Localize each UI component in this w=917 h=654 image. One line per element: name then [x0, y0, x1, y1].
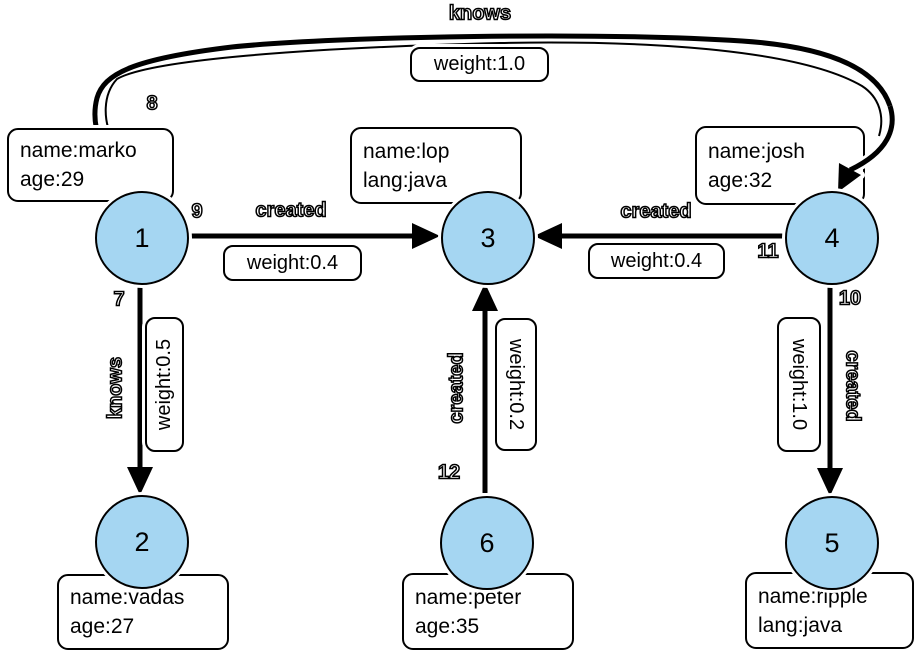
edge-9-label-created: created — [255, 199, 328, 223]
property-line: lang:java — [363, 168, 448, 192]
node-3: 3 — [441, 191, 535, 285]
weight-box-edge-9: weight:0.4 — [223, 245, 362, 281]
weight-text: weight:1.0 — [433, 53, 526, 75]
node-6: 6 — [440, 496, 534, 590]
weight-text: weight:0.4 — [246, 251, 339, 274]
weight-box-edge-12: weight:0.2 — [495, 318, 537, 451]
edge-12-arrowhead — [472, 283, 498, 311]
weight-text: weight:0.5 — [153, 338, 176, 431]
property-line: name:ripple — [758, 584, 868, 608]
edge-11-label-created: created — [620, 200, 693, 224]
property-line: lang:java — [758, 613, 843, 637]
edge-8-id: 8 — [146, 92, 159, 116]
property-box-lop: name:lop lang:java — [350, 127, 522, 204]
edge-8-label-knows: knows — [448, 2, 512, 26]
property-line: name:marko — [20, 139, 137, 162]
node-4: 4 — [785, 191, 879, 285]
edge-7-label-knows: knows — [104, 356, 128, 420]
edge-8-knows-curve — [92, 33, 893, 198]
property-box-vadas: name:vadas age:27 — [57, 574, 229, 650]
node-2: 2 — [95, 495, 189, 589]
edge-7-arrowhead — [127, 467, 153, 495]
edge-7-id: 7 — [113, 288, 126, 312]
edge-10-label-created: created — [841, 350, 865, 423]
property-box-peter: name:peter age:35 — [402, 573, 574, 650]
edge-9-id: 9 — [191, 200, 204, 224]
property-line: age:29 — [20, 168, 85, 191]
property-box-marko: name:marko age:29 — [7, 128, 174, 202]
edge-12-label-created: created — [445, 352, 469, 425]
node-1: 1 — [95, 191, 189, 285]
property-line: age:27 — [70, 615, 135, 638]
edge-10-arrowhead — [817, 468, 843, 496]
weight-box-edge-10: weight:1.0 — [777, 317, 821, 452]
property-line: age:32 — [708, 168, 773, 192]
weight-text: weight:0.2 — [505, 338, 528, 431]
edge-10-id: 10 — [838, 287, 862, 311]
edge-11-id: 11 — [757, 240, 780, 264]
node-5: 5 — [785, 496, 879, 590]
edge-8-knows-curve-inner-line — [104, 41, 883, 143]
property-line: name:peter — [415, 585, 522, 609]
edge-8-arrowhead — [838, 163, 861, 192]
weight-text: weight:1.0 — [788, 338, 811, 431]
property-line: age:35 — [415, 614, 480, 638]
edge-9-arrowhead — [412, 223, 440, 249]
weight-text: weight:0.4 — [610, 249, 703, 272]
weight-box-edge-8: weight:1.0 — [410, 47, 549, 82]
property-line: name:josh — [708, 139, 805, 163]
edge-8-hook — [848, 105, 895, 173]
weight-box-edge-7: weight:0.5 — [145, 317, 184, 452]
edge-11-arrowhead — [534, 223, 562, 249]
property-line: name:lop — [363, 139, 450, 163]
edge-12-id: 12 — [437, 461, 461, 485]
weight-box-edge-11: weight:0.4 — [588, 243, 725, 279]
property-line: name:vadas — [70, 586, 185, 609]
